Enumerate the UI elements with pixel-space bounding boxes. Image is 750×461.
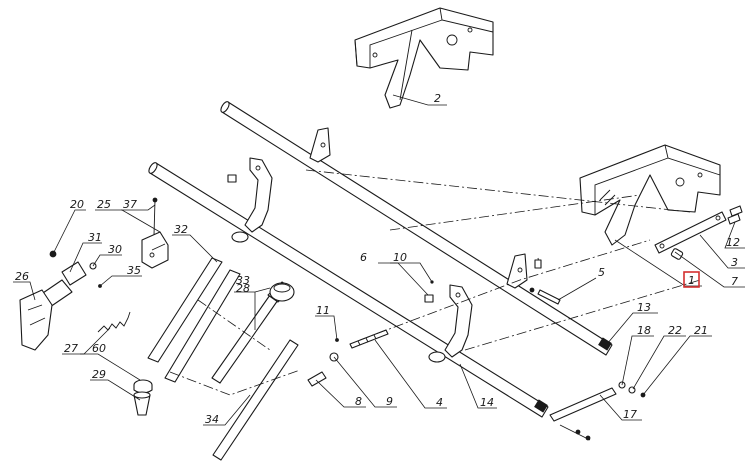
link-bar	[654, 211, 727, 254]
callout-33: 33	[236, 274, 250, 287]
callout-20: 20	[70, 198, 84, 211]
screw-37	[152, 197, 158, 236]
cup-29	[133, 391, 151, 416]
callout-2: 2	[434, 92, 441, 105]
bushing	[670, 248, 684, 260]
callout-26: 26	[15, 270, 29, 283]
callout-25: 25	[97, 198, 111, 211]
callout-30: 30	[108, 243, 122, 256]
arm-left-upper	[309, 127, 331, 163]
callout-6: 6	[360, 251, 367, 264]
grip-tube-34	[212, 339, 299, 461]
spring-27	[97, 311, 131, 333]
callout-8: 8	[355, 395, 362, 408]
callout-37: 37	[123, 198, 137, 211]
callout-21: 21	[694, 324, 708, 337]
upper-mount-bracket	[354, 7, 494, 109]
arm-left-lower	[231, 157, 273, 243]
callout-5: 5	[598, 266, 605, 279]
cap-60	[133, 379, 153, 394]
callout-7: 7	[731, 275, 738, 288]
switch-box	[141, 231, 169, 269]
lever-26	[19, 289, 53, 351]
callout-35: 35	[127, 264, 141, 277]
callout-13: 13	[637, 301, 651, 314]
grip-tube-32	[147, 257, 241, 383]
callout-17: 17	[623, 408, 637, 421]
callout-14: 14	[480, 396, 494, 409]
bolt-washer-set	[618, 381, 646, 398]
callout-4: 4	[436, 396, 443, 409]
spring-pin	[307, 338, 339, 387]
callout-34: 34	[205, 413, 219, 426]
pin-5	[529, 257, 561, 305]
leader-lines	[13, 94, 745, 426]
callout-11: 11	[316, 304, 330, 317]
callout-60: 60	[92, 342, 106, 355]
threaded-rod	[349, 329, 389, 349]
callout-28: 28	[236, 282, 250, 295]
clip-30	[89, 262, 102, 288]
arm-right-upper	[506, 253, 528, 289]
callout-22: 22	[668, 324, 682, 337]
assembly-lines	[169, 169, 701, 396]
callout-1-highlight	[683, 271, 700, 288]
callout-1: 1	[688, 274, 695, 287]
knob-28	[269, 282, 295, 302]
pin-set	[727, 205, 743, 225]
callout-labels: 2 3 1 7 12 5 13 14 17 18 22 21 6 10 11 4…	[15, 92, 740, 426]
callout-9: 9	[386, 395, 393, 408]
side-mount-bracket	[579, 144, 721, 246]
callout-32: 32	[174, 223, 188, 236]
callout-3: 3	[731, 256, 738, 269]
callout-31: 31	[88, 231, 102, 244]
callout-29: 29	[92, 368, 106, 381]
cross-bar	[549, 387, 617, 441]
callout-27: 27	[64, 342, 78, 355]
callout-10: 10	[393, 251, 407, 264]
upper-tube	[220, 101, 613, 356]
callout-12: 12	[726, 236, 740, 249]
lower-tube	[148, 162, 549, 418]
callout-18: 18	[637, 324, 651, 337]
